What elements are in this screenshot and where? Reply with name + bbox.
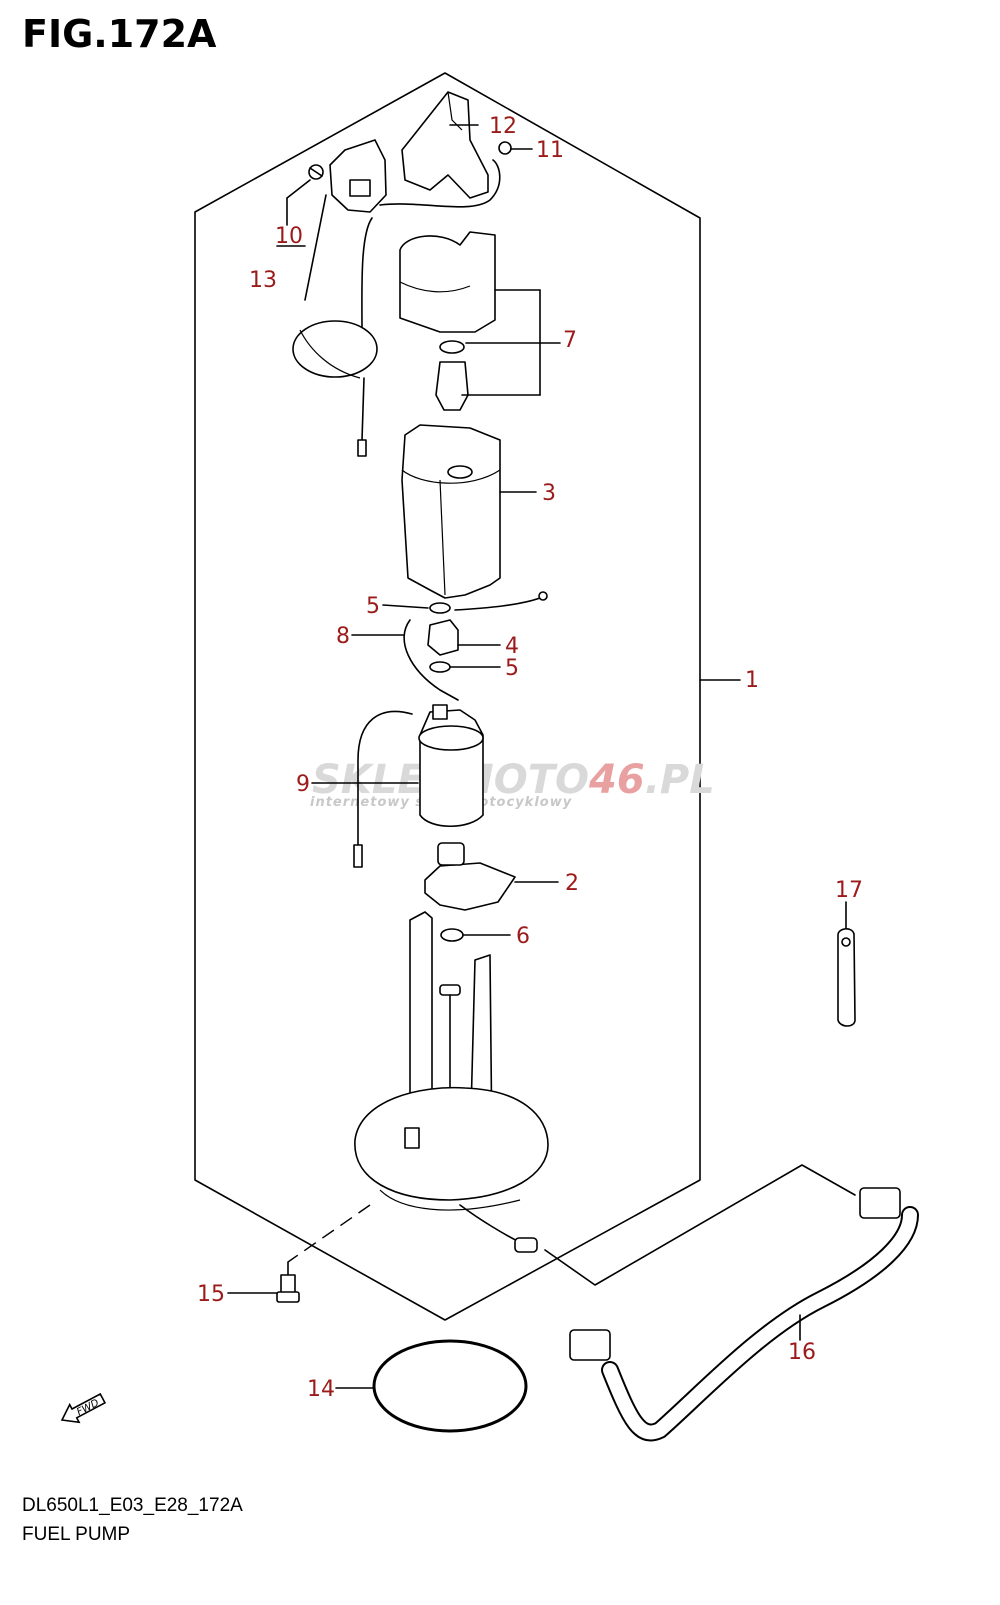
- part-6-oring: [440, 928, 511, 942]
- callout-4: 4: [505, 634, 519, 659]
- callout-2: 2: [565, 871, 579, 896]
- part-15-bolt: [227, 1274, 300, 1303]
- callout-5-upper: 5: [366, 594, 380, 619]
- callouts: 1 2 3 4 5 5 6 7 8 9 10 11 12 13 14 15 16…: [197, 114, 863, 1402]
- assembly-outline: [194, 72, 701, 1321]
- callout-8: 8: [336, 624, 350, 649]
- figure-name: FUEL PUMP: [22, 1524, 131, 1545]
- part-9-pump-motor: [311, 704, 484, 868]
- callout-17: 17: [835, 878, 863, 903]
- model-code: DL650L1_E03_E28_172A: [22, 1495, 243, 1516]
- part-3-housing: [401, 424, 537, 599]
- callout-9: 9: [296, 772, 310, 797]
- part-10-screw: [286, 164, 324, 226]
- callout-10: 10: [275, 224, 303, 249]
- pump-plate-assembly: [354, 911, 549, 1253]
- part-5-oring-upper: [382, 602, 451, 614]
- part-12-bracket: [401, 91, 489, 199]
- part-13-level-gauge: [276, 139, 501, 457]
- callout-6: 6: [516, 924, 530, 949]
- part-16-fuel-hose: [544, 1164, 919, 1442]
- callout-12: 12: [489, 114, 517, 139]
- svg-text:FWD: FWD: [75, 1397, 101, 1418]
- part-17-clamp: [837, 901, 856, 1027]
- callout-15: 15: [197, 1282, 225, 1307]
- callout-14: 14: [307, 1377, 335, 1402]
- part-8-lead-wire: [351, 591, 548, 701]
- part-7-regulator: [399, 231, 561, 411]
- fwd-arrow-icon: FWD: [60, 1392, 107, 1424]
- figure-title: FIG.172A: [22, 12, 217, 56]
- callout-1: 1: [745, 668, 759, 693]
- part-14-gasket: [335, 1339, 528, 1433]
- callout-11: 11: [536, 138, 564, 163]
- leader-dashed: [287, 1204, 371, 1276]
- part-5-oring-lower: [429, 661, 501, 673]
- part-2-filter: [424, 842, 559, 911]
- callout-5-lower: 5: [505, 656, 519, 681]
- part-4-connector: [427, 619, 501, 656]
- callout-7: 7: [563, 328, 577, 353]
- callout-16: 16: [788, 1340, 816, 1365]
- callout-3: 3: [542, 481, 556, 506]
- part-11-screw: [498, 141, 533, 155]
- callout-13: 13: [249, 268, 277, 293]
